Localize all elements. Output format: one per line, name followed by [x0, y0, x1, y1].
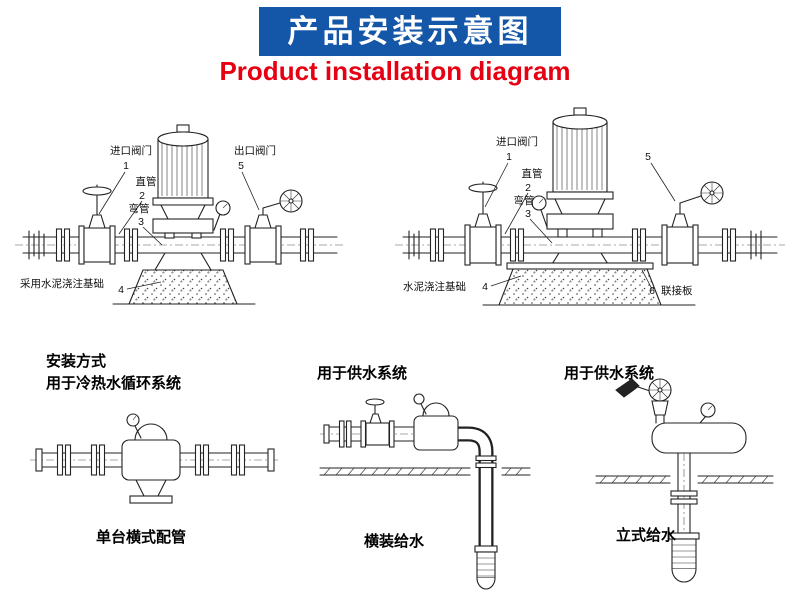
installation-diagram-left: 进口阀门 1 直管 2 弯管 3 出口阀门 5 采用水泥浇注基础 4: [15, 124, 345, 305]
diagram-vertical-supply: [595, 378, 774, 583]
pump-body: [121, 423, 181, 504]
handwheel-icon: [648, 378, 672, 424]
label-foundation: 水泥浇注基础: [403, 280, 466, 293]
connection-plate: [506, 262, 654, 270]
pump-body: [413, 402, 459, 451]
pipe-flanges: [56, 444, 246, 476]
caption-vertical-supply: 立式给水: [616, 527, 677, 544]
floor: [319, 467, 531, 476]
handwheel-icon: [279, 189, 303, 213]
pipe-flanges: [429, 228, 737, 262]
label-inlet-valve: 进口阀门: [496, 135, 538, 148]
foundation: [482, 268, 696, 306]
label-outlet-valve: 出口阀门: [234, 144, 276, 157]
floor: [595, 475, 774, 484]
label-n3: 3: [525, 208, 531, 220]
leader-lines: [98, 171, 260, 290]
foot-valve: [668, 532, 700, 583]
down-pipe: [670, 452, 698, 578]
label-elbow-pipe: 弯管: [514, 194, 535, 207]
label-straight-pipe: 直管: [522, 167, 543, 180]
caption-horizontal-piping: 单台横式配管: [96, 529, 187, 546]
label-n1: 1: [506, 151, 512, 163]
inlet-valve: [78, 184, 116, 265]
tank-body: [651, 422, 747, 454]
outlet-valve: [244, 189, 303, 265]
label-foundation: 采用水泥浇注基础: [20, 277, 104, 290]
method-subtitle: 用于冷热水循环系统: [46, 375, 182, 392]
pipe-coupling-left: [28, 230, 45, 260]
handwheel-icon: [700, 181, 724, 205]
label-connection-plate: 联接板: [661, 284, 693, 297]
pipe-coupling-left: [408, 230, 420, 260]
pressure-gauge-icon: [126, 413, 142, 439]
label-n1: 1: [123, 160, 129, 172]
label-n4: 4: [118, 284, 124, 296]
caption-horizontal-supply: 横装给水: [364, 533, 425, 550]
label-inlet-valve: 进口阀门: [110, 144, 152, 157]
label-elbow-pipe: 弯管: [129, 202, 150, 215]
downpipe-flange: [475, 455, 497, 462]
pressure-gauge-icon: [213, 200, 231, 231]
pump-motor: [152, 124, 214, 271]
label-n2: 2: [139, 190, 145, 202]
diagram-horizontal-supply: [319, 393, 531, 590]
banner-title: 产品安装示意图: [259, 7, 561, 56]
label-n6: 6: [649, 285, 655, 297]
label-n3: 3: [138, 216, 144, 228]
english-title: Product installation diagram: [219, 56, 571, 86]
label-n4: 4: [482, 281, 488, 293]
label-n5: 5: [238, 160, 244, 172]
method-title: 安装方式: [46, 353, 107, 370]
pressure-gauge-icon: [413, 393, 427, 415]
diagram-horizontal-piping: [30, 413, 280, 504]
inlet-valve: [464, 181, 502, 266]
foundation: [112, 269, 256, 305]
label-n2: 2: [525, 182, 531, 194]
supply-title-mid: 用于供水系统: [317, 365, 408, 382]
label-straight-pipe: 直管: [136, 175, 157, 188]
pipe-coupling-right: [750, 230, 762, 260]
tap-icon: [615, 378, 651, 398]
foot-valve: [474, 545, 498, 590]
pressure-gauge-icon: [699, 402, 716, 424]
gate-valve: [360, 398, 395, 448]
leader-lines: [484, 162, 676, 290]
pump-motor: [546, 107, 614, 270]
pressure-gauge-icon: [531, 195, 548, 228]
supply-title-right: 用于供水系统: [564, 365, 655, 382]
downpipe-flange2: [475, 462, 497, 469]
pipe-flanges: [55, 228, 315, 262]
outlet-valve: [661, 181, 724, 266]
label-n5: 5: [645, 151, 651, 163]
installation-diagram-right: 进口阀门 1 直管 2 弯管 3 5 水泥浇注基础 4 6 联接板: [395, 107, 785, 306]
